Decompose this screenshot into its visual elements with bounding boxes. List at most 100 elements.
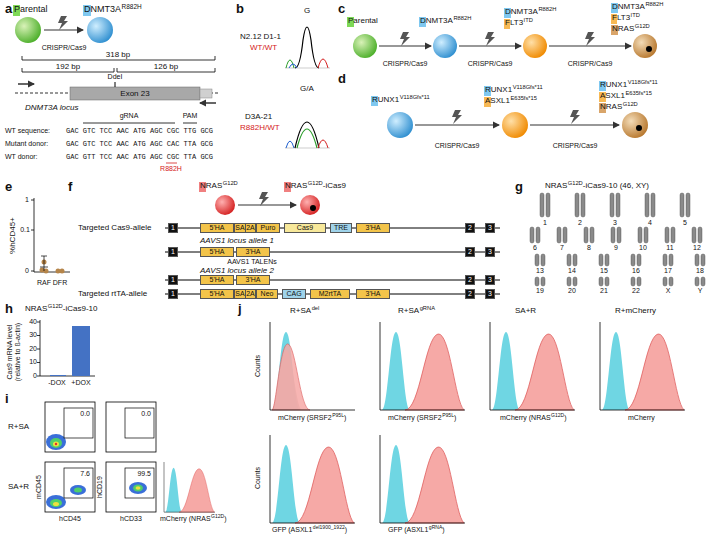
panel-letter: b: [236, 2, 244, 17]
text-label: SA+R: [8, 482, 29, 491]
text-label: R882H/WT: [240, 123, 280, 132]
chromosome: [638, 227, 642, 243]
text-label: RUNX1: [485, 85, 512, 94]
superscript: G12D: [211, 514, 224, 520]
text-label: SA+R: [515, 306, 536, 315]
segment-label: M2rtTA: [319, 289, 341, 299]
text-label: Parental: [348, 16, 378, 25]
text-label: WT sequence:: [5, 127, 50, 135]
superscript: R882H: [122, 3, 142, 10]
panel-letter: f: [68, 180, 72, 195]
text-label: DFR: [53, 279, 67, 287]
chromosome: [631, 277, 635, 286]
chromosome: [637, 254, 641, 266]
text-label: ): [442, 526, 444, 534]
chromosome: [637, 277, 641, 286]
gene-segment: 2A: [245, 289, 256, 299]
text-label: RUNX1: [372, 95, 399, 104]
chromosome: [680, 193, 684, 217]
text-label: ): [564, 414, 566, 422]
text-label: mCherry (NRAS: [500, 414, 551, 422]
gene-segment: 3'HA: [236, 247, 270, 257]
text-label: DNMT3A: [420, 16, 453, 25]
segment-label: 5'HA: [210, 247, 225, 257]
text-label: Parental: [14, 4, 48, 14]
panel-letter: d: [338, 72, 346, 87]
segment-label: 3: [488, 247, 492, 257]
gene-segment: 1: [168, 289, 178, 299]
text-label: 40: [29, 318, 37, 326]
text-label: 17: [664, 267, 672, 275]
text-label: 9: [614, 244, 618, 252]
text-label: R+SA: [8, 422, 29, 431]
segment-label: 2: [468, 289, 472, 299]
text-label: 0.1: [20, 226, 30, 234]
text-label: 1: [543, 219, 547, 227]
gene-segment: 2: [465, 275, 475, 285]
text-label: -iCas9: [323, 181, 346, 190]
superscript: G12D: [308, 180, 323, 187]
text-label: mCherry (SRSF2: [278, 414, 332, 422]
chromosome: [536, 227, 540, 243]
chromosome: [651, 193, 655, 217]
segment-label: 3'HA: [246, 275, 261, 285]
segment-label: TRE: [334, 223, 348, 233]
superscript: G12D: [568, 180, 583, 187]
text-label: hCD33: [120, 515, 142, 523]
text-label: 14: [568, 267, 576, 275]
text-label: 0: [25, 267, 29, 275]
text-label: hCD45: [59, 515, 81, 523]
text-label: X: [666, 287, 671, 295]
text-label: FLT3: [612, 13, 630, 22]
panel-letter: h: [5, 302, 13, 317]
text-label: Mutant donor:: [5, 140, 48, 148]
text-label: 2: [578, 219, 582, 227]
gene-segment: M2rtTA: [310, 289, 350, 299]
text-label: AAVS1 TALENs: [227, 258, 276, 266]
text-label: NRAS: [545, 181, 567, 190]
text-label: GFP (ASXL1: [388, 526, 428, 534]
superscript: P95L: [332, 413, 344, 419]
panel-letter: e: [5, 180, 12, 195]
chromosome: [590, 227, 594, 243]
text-label: FLT3: [505, 18, 523, 27]
superscript: V118Gfs*11: [628, 79, 658, 86]
text-label: G: [304, 6, 310, 15]
panel-letter: a: [5, 2, 12, 17]
text-label: 0.0: [80, 410, 90, 418]
segment-label: SA: [235, 289, 244, 299]
gene-segment: 5'HA: [200, 247, 234, 257]
segment-label: 3: [488, 289, 492, 299]
text-label: 20: [29, 345, 37, 353]
chromosome: [701, 254, 705, 266]
axis-label: hCD19: [96, 476, 104, 498]
text-label: ASXL1: [485, 96, 510, 105]
text-label: mCherry (SRSF2: [388, 414, 442, 422]
chromosome: [695, 277, 699, 286]
segment-label: 3'HA: [366, 223, 381, 233]
text-label: 21: [600, 287, 608, 295]
superscript: R882H: [538, 6, 556, 13]
gene-segment: 3: [485, 247, 495, 257]
segment-label: 5'HA: [210, 223, 225, 233]
segment-label: 3: [488, 275, 492, 285]
text-label: ): [454, 414, 456, 422]
text-label: GAC GTC TCC AAC ATG AGC CAC TTA GCG: [66, 140, 213, 148]
chromosome: [541, 277, 545, 286]
text-label: RAF: [37, 279, 51, 287]
text-label: RUNX1: [600, 80, 627, 89]
text-label: 20: [568, 287, 576, 295]
chromosome: [669, 254, 673, 266]
chromosome: [671, 227, 675, 243]
text-label: R882H: [160, 165, 182, 173]
gene-segment: TRE: [330, 223, 352, 233]
gene-segment: 2: [465, 289, 475, 299]
superscript: gRNA: [429, 525, 442, 531]
chromosome: [581, 193, 585, 217]
gene-segment: Cas9: [284, 223, 326, 233]
chromosome: [663, 277, 667, 286]
chromosome: [692, 227, 696, 243]
chromosome: [605, 277, 609, 286]
chromosome: [695, 254, 699, 266]
